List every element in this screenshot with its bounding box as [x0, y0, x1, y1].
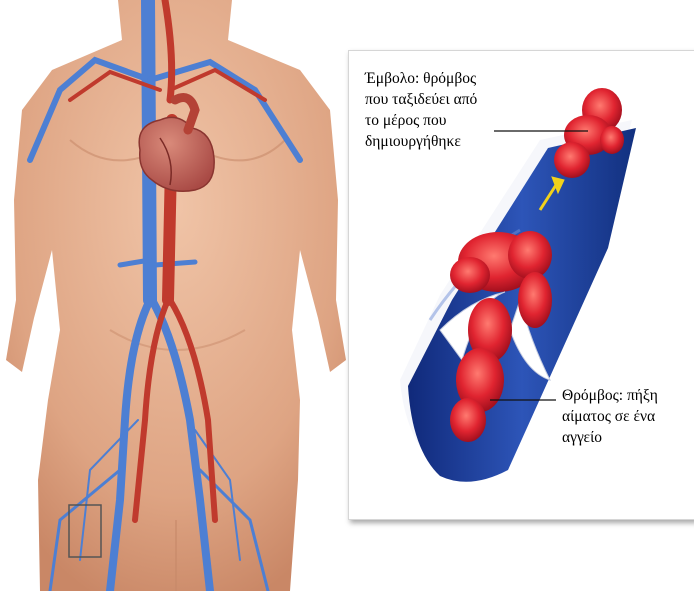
embolus-label-line-3: το μέρος που — [365, 110, 477, 131]
thrombus-label-line-1: Θρόμβος: πήξη — [562, 385, 658, 406]
thrombus-label: Θρόμβος: πήξη αίματος σε ένα αγγείο — [562, 385, 658, 448]
embolus-label: Έμβολο: θρόμβος που ταξιδεύει από το μέρ… — [365, 68, 477, 152]
embolus-label-line-1: Έμβολο: θρόμβος — [365, 68, 477, 89]
thrombus-label-line-2: αίματος σε ένα — [562, 406, 658, 427]
embolus-label-line-4: δημιουργήθηκε — [365, 131, 477, 152]
embolus-label-line-2: που ταξιδεύει από — [365, 89, 477, 110]
thrombus-label-line-3: αγγείο — [562, 427, 658, 448]
